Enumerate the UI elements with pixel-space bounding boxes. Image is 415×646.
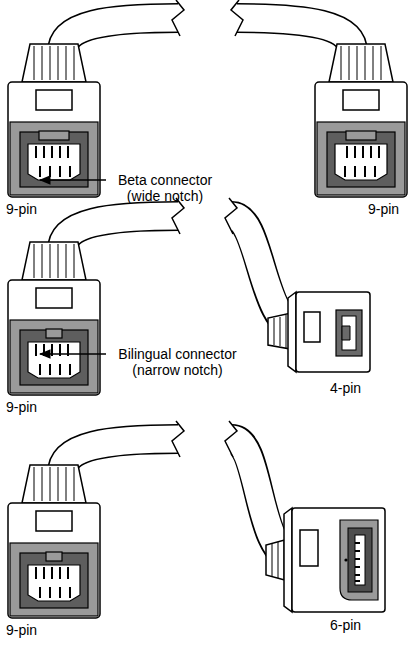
pin-count-label: 9-pin: [6, 622, 37, 638]
pin-count-label: 6-pin: [330, 617, 361, 633]
six-pin-plug: [225, 421, 385, 612]
leader-line: [40, 179, 106, 180]
callout-label: Bilingual connector (narrow notch): [110, 346, 245, 378]
pin-count-label: 4-pin: [330, 380, 361, 396]
pin-count-label: 9-pin: [6, 399, 37, 415]
bilingual-plug: [8, 421, 184, 618]
pin-count-label: 9-pin: [368, 201, 399, 217]
callout-label: Beta connector (wide notch): [110, 172, 220, 204]
pin-count-label: 9-pin: [6, 201, 37, 217]
beta-plug-right: [231, 0, 407, 197]
beta-plug-left: [8, 0, 184, 197]
leader-line: [40, 353, 106, 354]
four-pin-plug: [225, 198, 370, 372]
